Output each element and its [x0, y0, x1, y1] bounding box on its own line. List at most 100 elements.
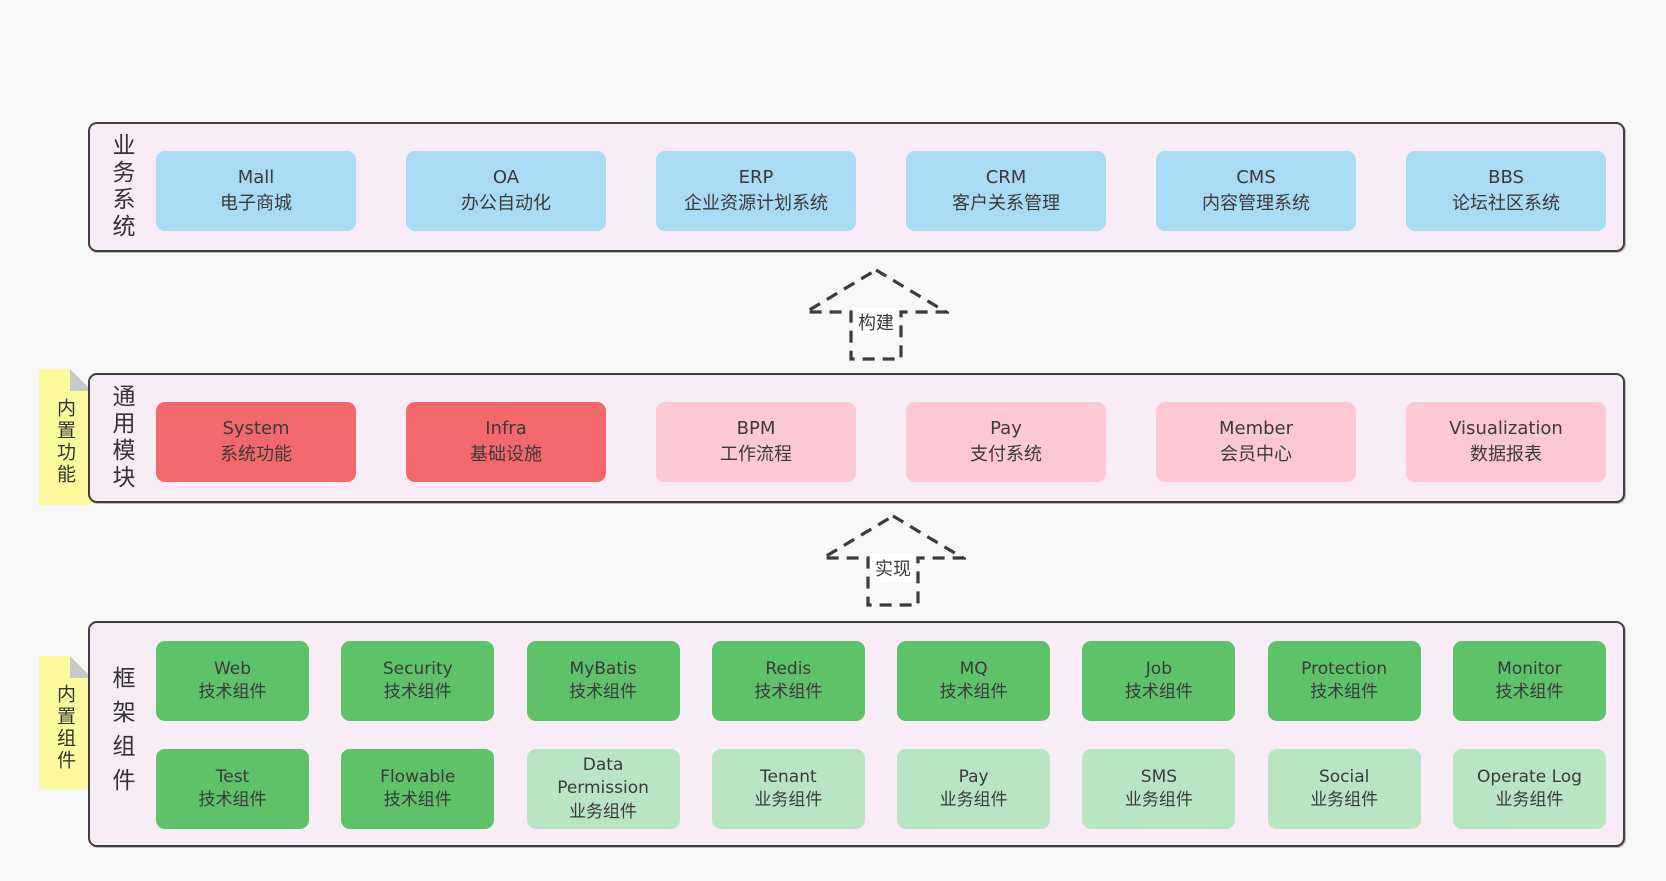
box-title: MyBatis [569, 658, 637, 679]
box-subtitle: 支付系统 [970, 444, 1042, 465]
box-row: System 系统功能 Infra 基础设施 BPM 工作流程 Pay 支付系统 Member 会… [156, 402, 1606, 482]
box-title: Infra [485, 418, 527, 439]
box-subtitle: 技术组件 [1495, 682, 1564, 702]
box-title: Social [1318, 766, 1370, 787]
box-test: Test 技术组件 [156, 749, 309, 829]
box-system: System 系统功能 [156, 402, 356, 482]
box-mybatis: MyBatis 技术组件 [526, 641, 680, 721]
box-subtitle: 数据报表 [1470, 444, 1542, 465]
box-redis: Redis 技术组件 [711, 641, 865, 721]
box-protection: Protection 技术组件 [1267, 641, 1421, 721]
box-title: Test [215, 766, 250, 787]
box-title: Visualization [1449, 418, 1563, 439]
box-title: Data Permission [557, 754, 649, 799]
arrow-implement: 实现 [820, 512, 966, 608]
box-subtitle: 技术组件 [939, 682, 1008, 702]
arrow-label: 构建 [854, 308, 898, 336]
box-infra: Infra 基础设施 [406, 402, 606, 482]
box-title: Security [382, 658, 453, 679]
panel-label-business-systems: 业务系统 [108, 133, 134, 241]
box-title: Pay [958, 766, 989, 787]
box-subtitle: 企业资源计划系统 [684, 193, 828, 214]
sticky-builtin-features: 内置功能 [39, 369, 92, 505]
box-mall: Mall 电子商城 [156, 151, 356, 231]
box-flowable: Flowable 技术组件 [341, 749, 495, 829]
box-title: Monitor [1497, 658, 1562, 679]
box-title: System [222, 418, 290, 439]
sticky-builtin-components: 内置组件 [39, 656, 92, 789]
box-bbs: BBS 论坛社区系统 [1406, 151, 1606, 231]
box-title: CRM [985, 167, 1027, 188]
box-title: SMS [1140, 766, 1178, 787]
box-monitor: Monitor 技术组件 [1452, 641, 1606, 721]
box-title: Member [1218, 418, 1294, 439]
box-title: ERP [738, 167, 774, 188]
box-title: Operate Log [1477, 766, 1582, 787]
arrow-build: 构建 [803, 266, 949, 362]
box-subtitle: 业务组件 [1124, 790, 1193, 810]
box-subtitle: 会员中心 [1220, 444, 1292, 465]
box-subtitle: 系统功能 [220, 444, 292, 465]
box-subtitle: 办公自动化 [461, 193, 551, 214]
box-oa: OA 办公自动化 [406, 151, 606, 231]
box-subtitle: 技术组件 [383, 790, 452, 810]
box-title: BPM [736, 418, 776, 439]
box-subtitle: 电子商城 [220, 193, 292, 214]
box-subtitle: 技术组件 [569, 682, 638, 702]
box-title: Job [1145, 658, 1173, 679]
panel-label-common-modules: 通用模块 [108, 384, 134, 492]
box-title: Redis [765, 658, 812, 679]
box-subtitle: 技术组件 [754, 682, 823, 702]
box-pay: Pay 支付系统 [906, 402, 1106, 482]
box-subtitle: 论坛社区系统 [1452, 193, 1560, 214]
box-title: OA [492, 167, 520, 188]
box-subtitle: 技术组件 [383, 682, 452, 702]
dashed-up-arrow-icon [803, 268, 949, 361]
box-subtitle: 技术组件 [198, 790, 267, 810]
sticky-label: 内置组件 [54, 683, 76, 772]
box-title: Tenant [760, 766, 817, 787]
box-subtitle: 技术组件 [1310, 682, 1379, 702]
box-title: Flowable [380, 766, 456, 787]
box-member: Member 会员中心 [1156, 402, 1356, 482]
box-erp: ERP 企业资源计划系统 [656, 151, 856, 231]
box-social: Social 业务组件 [1267, 749, 1421, 829]
box-tenant: Tenant 业务组件 [711, 749, 865, 829]
box-title: MQ [959, 658, 988, 679]
dashed-up-arrow-icon [820, 514, 966, 607]
box-title: CMS [1236, 167, 1276, 188]
box-title: Pay [990, 418, 1022, 439]
panel-label-framework-components: 框架组件 [108, 666, 134, 802]
box-subtitle: 技术组件 [198, 682, 267, 702]
box-job: Job 技术组件 [1082, 641, 1236, 721]
box-title: BBS [1488, 167, 1524, 188]
arrow-label: 实现 [871, 554, 915, 582]
box-subtitle: 业务组件 [1310, 790, 1379, 810]
box-subtitle: 业务组件 [939, 790, 1008, 810]
sticky-label: 内置功能 [54, 398, 76, 486]
box-title: Protection [1301, 658, 1388, 679]
box-visualization: Visualization 数据报表 [1406, 402, 1606, 482]
box-subtitle: 技术组件 [1124, 682, 1193, 702]
box-title: Mall [237, 167, 275, 188]
box-subtitle: 基础设施 [470, 444, 542, 465]
box-subtitle: 工作流程 [720, 444, 792, 465]
panel-common-modules: 通用模块 System 系统功能 Infra 基础设施 BPM 工作流程 Pay 支付系统 Me… [88, 373, 1625, 503]
box-security: Security 技术组件 [341, 641, 495, 721]
box-bpm: BPM 工作流程 [656, 402, 856, 482]
box-subtitle: 业务组件 [569, 801, 638, 822]
box-mq: MQ 技术组件 [897, 641, 1051, 721]
box-subtitle: 业务组件 [754, 790, 823, 810]
box-pay: Pay 业务组件 [897, 749, 1051, 829]
box-title: Web [213, 658, 252, 679]
box-sms: SMS 业务组件 [1082, 749, 1236, 829]
